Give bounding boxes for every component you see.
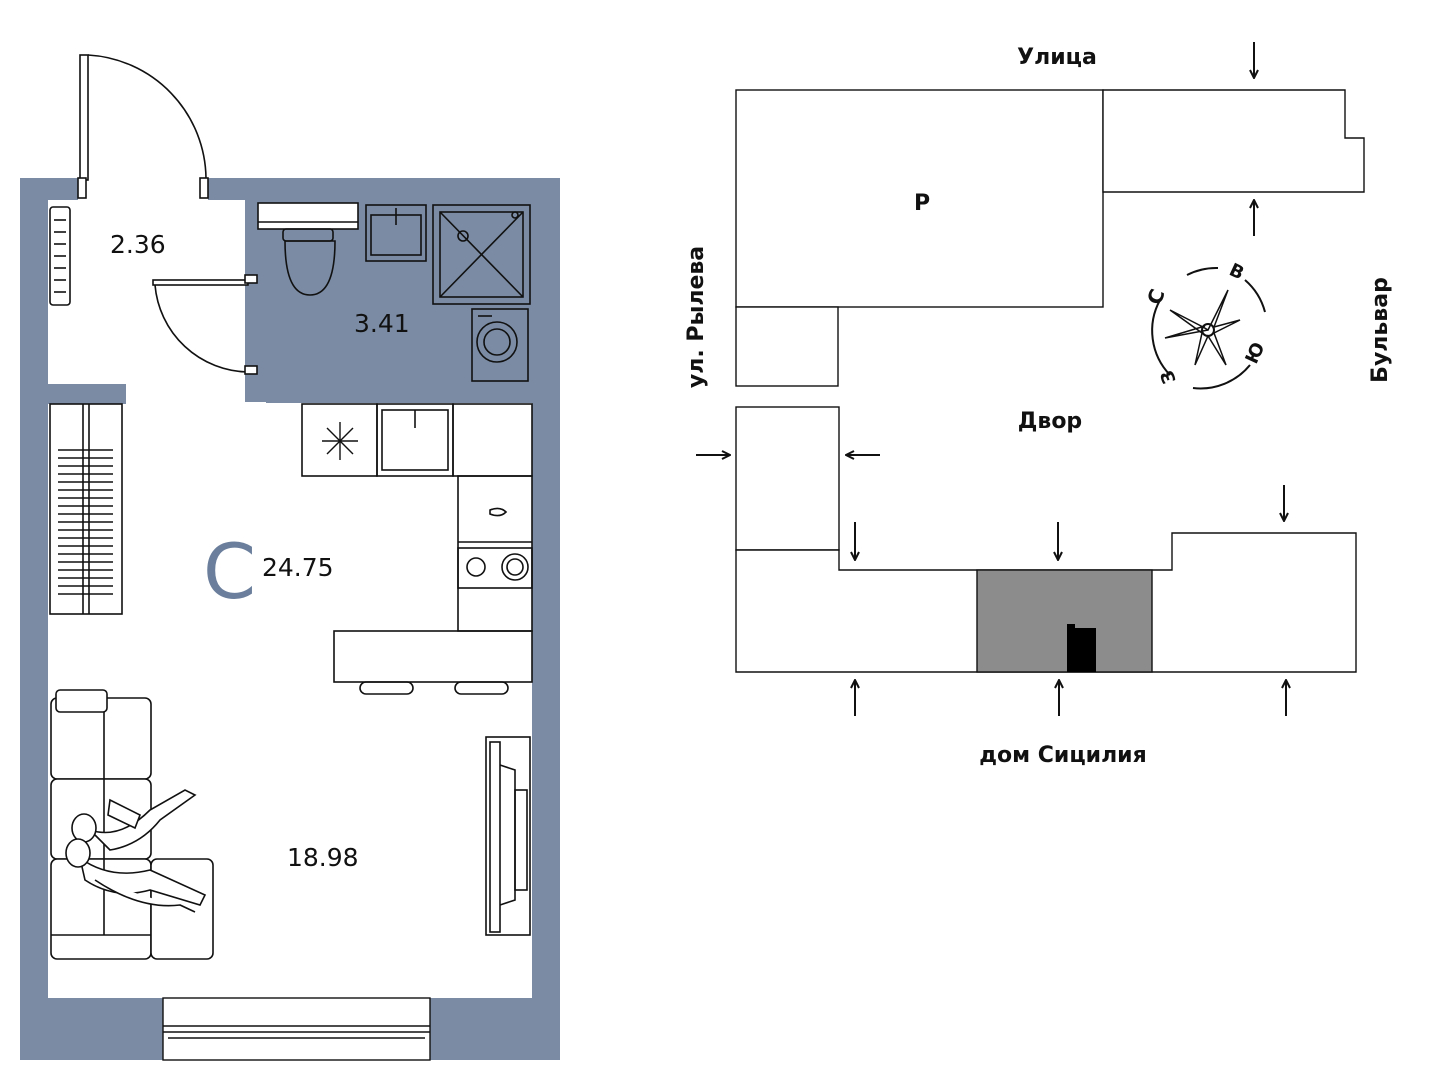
building-west-small <box>735 306 839 387</box>
building-bottom-label: дом Сицилия <box>979 743 1146 768</box>
parking-label: Р <box>914 191 930 216</box>
living-radiator-icon <box>49 403 123 615</box>
street-top-label: Улица <box>1017 45 1097 70</box>
entrance-marker <box>1067 624 1096 672</box>
bathroom-door-swing-icon <box>152 274 258 375</box>
stove-icon <box>457 547 533 589</box>
radiator-icon <box>49 206 71 306</box>
yard-label: Двор <box>1018 409 1082 434</box>
washing-machine-icon <box>471 308 529 382</box>
entrance-arrows <box>696 42 1286 716</box>
site-plan <box>735 89 1365 673</box>
zone-letter: С <box>203 527 256 616</box>
living-area: 18.98 <box>287 843 359 872</box>
compass-west: З <box>1157 367 1181 386</box>
shower-icon <box>432 204 531 305</box>
bar-stool-icon <box>359 681 509 695</box>
hall-area: 2.36 <box>110 230 166 259</box>
street-left-label: ул. Рылева <box>684 246 709 388</box>
bar-counter <box>333 630 533 683</box>
apartment-floorplan: 2.36 3.41 С 24.75 18.98 <box>20 54 560 1061</box>
parking-building <box>735 89 1104 308</box>
bathroom-inner-wall-lower <box>245 372 258 398</box>
building-west <box>735 406 840 551</box>
water-drop-icon <box>489 507 508 517</box>
interior-wall <box>48 384 126 404</box>
toilet-icon <box>282 228 336 296</box>
bathroom-wall <box>245 384 535 402</box>
bathroom-inner-wall <box>245 200 258 275</box>
sofa-icon <box>50 689 214 960</box>
bathroom-area: 3.41 <box>354 309 410 338</box>
compass-north: С <box>1142 286 1170 308</box>
kitchen-sink-icon <box>376 403 454 477</box>
compass-east: В <box>1226 259 1247 284</box>
tv-icon <box>485 736 531 936</box>
kitchen-unit <box>301 403 533 695</box>
sicilia-section <box>976 569 1153 673</box>
street-right-label: Бульвар <box>1368 277 1393 383</box>
bath-shelf <box>257 202 359 230</box>
people-icon <box>65 789 207 913</box>
sink-icon <box>365 204 427 262</box>
building-north-east <box>1102 89 1365 193</box>
window-icon <box>162 997 431 1061</box>
entrance-door-swing-icon <box>77 54 209 199</box>
compass-icon <box>1151 266 1266 390</box>
counter <box>457 475 533 632</box>
snowflake-icon <box>322 422 358 460</box>
compass-south: Ю <box>1241 339 1269 367</box>
bathroom-fixtures <box>257 202 531 382</box>
total-area: 24.75 <box>262 553 334 582</box>
